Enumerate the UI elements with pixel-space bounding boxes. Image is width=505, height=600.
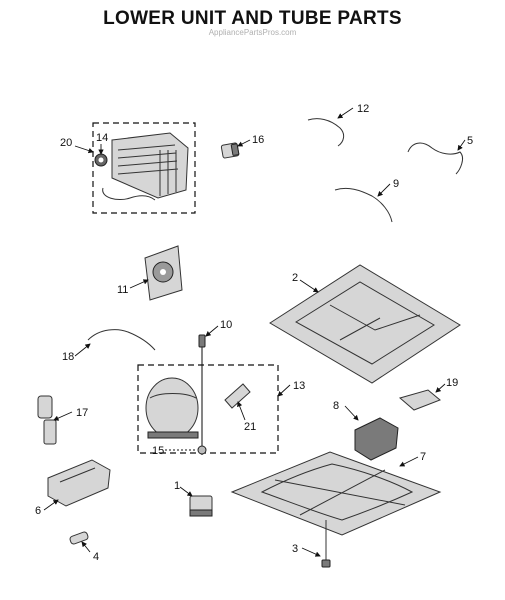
part-21-drier [224, 383, 251, 409]
part-16 [220, 142, 240, 159]
part-19-bracket [398, 389, 441, 411]
leader-lines [43, 107, 466, 557]
part-9-tube [334, 187, 393, 223]
part-4 [69, 531, 89, 545]
part-5-tube [407, 142, 463, 175]
watermark: AppliancePartsPros.com [208, 28, 297, 37]
callout-19: 19 [446, 377, 458, 389]
callout-16: 16 [252, 134, 264, 146]
part-3-screw [321, 520, 331, 568]
callout-15: 15 [152, 445, 164, 457]
part-11-fan [144, 245, 183, 301]
part-6-bracket [47, 459, 111, 507]
callout-10: 10 [220, 319, 232, 331]
callout-13: 13 [293, 380, 305, 392]
part-12-tube [307, 118, 345, 147]
callout-7: 7 [420, 451, 426, 463]
dashed-group-box [92, 122, 196, 214]
part-1-relay [189, 495, 213, 517]
callout-1: 1 [174, 480, 180, 492]
page-title: LOWER UNIT AND TUBE PARTS [103, 8, 402, 29]
callout-6: 6 [35, 505, 41, 517]
callout-20: 20 [60, 137, 72, 149]
part-10 [198, 334, 206, 455]
part-18-harness [87, 329, 156, 351]
callout-5: 5 [467, 135, 473, 147]
callout-labels: 20 14 16 12 5 9 11 2 18 10 13 21 15 17 8… [35, 103, 473, 563]
part-2-base-plate [269, 264, 461, 384]
callout-4: 4 [93, 551, 99, 563]
callout-11: 11 [117, 284, 128, 296]
part-13-assembly [137, 364, 279, 455]
callout-2: 2 [292, 272, 298, 284]
callout-17: 17 [76, 407, 88, 419]
callout-14: 14 [96, 132, 108, 144]
dashed-group-box [137, 364, 279, 454]
callout-21: 21 [244, 421, 256, 433]
part-17-valve [37, 395, 57, 445]
part-7-bottom-plate [230, 451, 442, 536]
part-20-assembly [92, 122, 196, 214]
callout-8: 8 [333, 400, 339, 412]
part-8-module [354, 417, 399, 461]
callout-12: 12 [357, 103, 369, 115]
callout-18: 18 [62, 351, 74, 363]
callout-3: 3 [292, 543, 298, 555]
callout-9: 9 [393, 178, 399, 190]
